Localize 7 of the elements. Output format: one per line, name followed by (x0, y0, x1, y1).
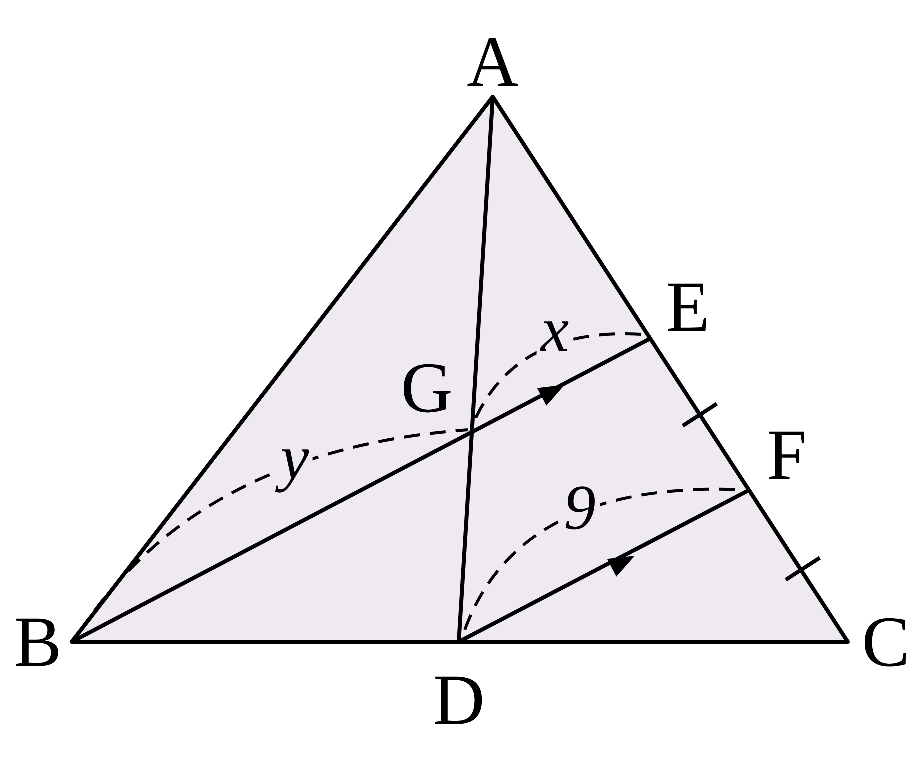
vertex-label: E (666, 271, 710, 343)
vertex-label: G (401, 352, 453, 424)
vertex-label: A (467, 26, 519, 98)
vertex-label: C (862, 606, 910, 678)
vertex-label: D (433, 664, 485, 736)
vertex-label: F (766, 419, 808, 491)
vertex-label: B (14, 606, 62, 678)
